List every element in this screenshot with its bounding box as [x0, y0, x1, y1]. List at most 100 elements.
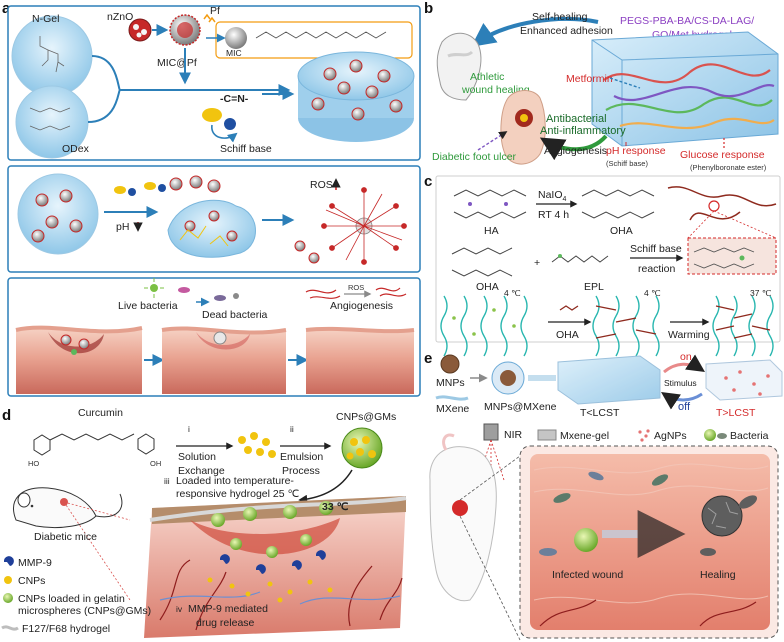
exchange-label: Exchange — [178, 465, 225, 477]
athletic-label-2: wound healing — [461, 84, 530, 96]
loaded-label-2: responsive hydrogel 25 ℃ — [176, 488, 299, 500]
on-label: on — [680, 351, 692, 363]
dead-bacteria-label: Dead bacteria — [202, 309, 268, 321]
mic-inset-box — [215, 21, 413, 59]
degrading-gel — [167, 199, 256, 258]
inset-vessels — [539, 599, 757, 627]
mic-label: MIC — [226, 48, 242, 58]
oha-label-left: OHA — [476, 281, 499, 293]
cnps-gms-sphere — [341, 427, 383, 469]
temp-33c: 33 ℃ — [322, 501, 349, 513]
schiff-reaction-1: Schiff base — [630, 243, 682, 255]
panel-b: b Self-healing Enhanced adhesion PEGS-PB… — [424, 0, 779, 172]
killed-bacteria — [700, 495, 758, 556]
self-healing-label: Self-healing — [532, 11, 588, 23]
released-agnps — [724, 370, 770, 396]
athletic-leg — [436, 32, 482, 101]
middle-gel-particles — [31, 189, 83, 243]
released-particles — [169, 175, 221, 193]
emulsion-label: Emulsion — [280, 451, 323, 463]
odex-structure — [29, 107, 71, 131]
curcumin-label: Curcumin — [78, 407, 123, 419]
degrading-gel-particles — [179, 210, 238, 247]
panel-e: e MNPs MXene MNPs@MXene T<LCST on Stimul… — [424, 350, 783, 641]
legend-hydrogel-icon — [1, 625, 19, 631]
diabetic-mice-label: Diabetic mice — [34, 531, 97, 543]
diabetic-mouse — [13, 487, 131, 601]
nir-laser-icon — [483, 423, 499, 441]
on-arrow — [663, 354, 705, 374]
t-below-lcst: T<LCST — [580, 407, 620, 419]
mxene-sheet — [435, 395, 469, 401]
mnps-mxene-label: MNPs@MXene — [484, 401, 557, 413]
svg-text:HO: HO — [28, 459, 39, 468]
antibacterial-arrow — [539, 134, 608, 161]
nzno-label: nZnO — [107, 11, 133, 23]
healing-label: Healing — [700, 569, 736, 581]
odex-label: ODex — [62, 143, 90, 155]
panel-c-letter: c — [424, 173, 432, 190]
mic-micelle — [225, 27, 247, 49]
solution-label: Solution — [178, 451, 216, 463]
panel-c-frame — [435, 175, 781, 343]
hydrogel-cube — [591, 31, 779, 147]
oha-label-top: OHA — [610, 225, 633, 237]
inset-bacteria — [539, 471, 669, 556]
network-state-2 — [592, 295, 660, 357]
legend-mxene-icon — [537, 429, 557, 441]
panel-d-legend: MMP-9 CNPs CNPs loaded in gelatin micros… — [1, 556, 151, 635]
cnp-cluster — [238, 432, 276, 458]
cnps-gms-inner — [346, 436, 376, 460]
n-gel-label: N-Gel — [32, 13, 59, 25]
legend-bacteria-icon — [704, 429, 716, 441]
schiff-zoom-box — [687, 237, 777, 275]
naio4-label: NaIO4 — [538, 189, 567, 203]
schiff-ellipse — [202, 108, 222, 122]
mnps-label: MNPs — [436, 377, 465, 389]
live-bacteria-label: Live bacteria — [118, 300, 178, 312]
curcumin-structure — [33, 433, 155, 456]
ros-label: ROS — [310, 179, 333, 191]
hydrogel-particles — [311, 59, 403, 121]
legend-cnps: CNPs — [18, 575, 45, 587]
rt-label: RT 4 h — [538, 209, 569, 221]
ph-response-label: pH response — [606, 145, 666, 157]
panel-e-letter: e — [424, 350, 432, 367]
panel-b-letter: b — [424, 0, 433, 17]
legend-gms-1: CNPs loaded in gelatin — [18, 593, 125, 605]
svg-text:OH: OH — [150, 459, 161, 468]
tissue-fibers — [533, 463, 769, 604]
merge-arrow — [87, 55, 288, 123]
glucose-response-label: Glucose response — [680, 149, 765, 161]
panel-d-letter: d — [2, 407, 11, 424]
infected-mouse — [429, 433, 497, 602]
stimulus-label: Stimulus — [664, 378, 697, 388]
skin-section-1 — [15, 325, 143, 394]
step-iv: iv — [176, 604, 183, 614]
anti-inflammatory-label: Anti-inflammatory — [540, 125, 626, 137]
mmp-release-label-1: MMP-9 mediated — [188, 603, 268, 615]
skin-section-3 — [305, 326, 415, 394]
panel-a: a N-Gel ODex nZnO MIC@Pf Pf MIC -C=N- — [2, 0, 421, 397]
bacteria-icons — [144, 278, 239, 301]
pf-label: Pf — [210, 5, 220, 17]
mic-pf-label: MIC@Pf — [157, 57, 197, 69]
mic-chain — [255, 31, 387, 39]
step-iii: iii — [164, 476, 170, 486]
network-state-3 — [712, 295, 774, 357]
skin-section-2 — [161, 326, 287, 394]
ros-burst — [321, 187, 407, 265]
hydrogel-disc-top — [297, 51, 415, 101]
panel-a-letter: a — [2, 0, 11, 17]
ha-structure — [453, 189, 527, 219]
legend-gms-2: microspheres (CNPs@GMs) — [18, 605, 151, 617]
network-state-1 — [440, 295, 528, 357]
ros-particles — [294, 240, 320, 264]
cnps-gms-label: CNPs@GMs — [336, 411, 396, 423]
angiogenesis-label-a: Angiogenesis — [330, 300, 393, 312]
mxene-label: MXene — [436, 403, 469, 415]
metformin-label: Metformin — [566, 73, 613, 85]
antibacterial-label: Antibacterial — [546, 113, 607, 125]
step-ii: ii — [290, 424, 294, 434]
